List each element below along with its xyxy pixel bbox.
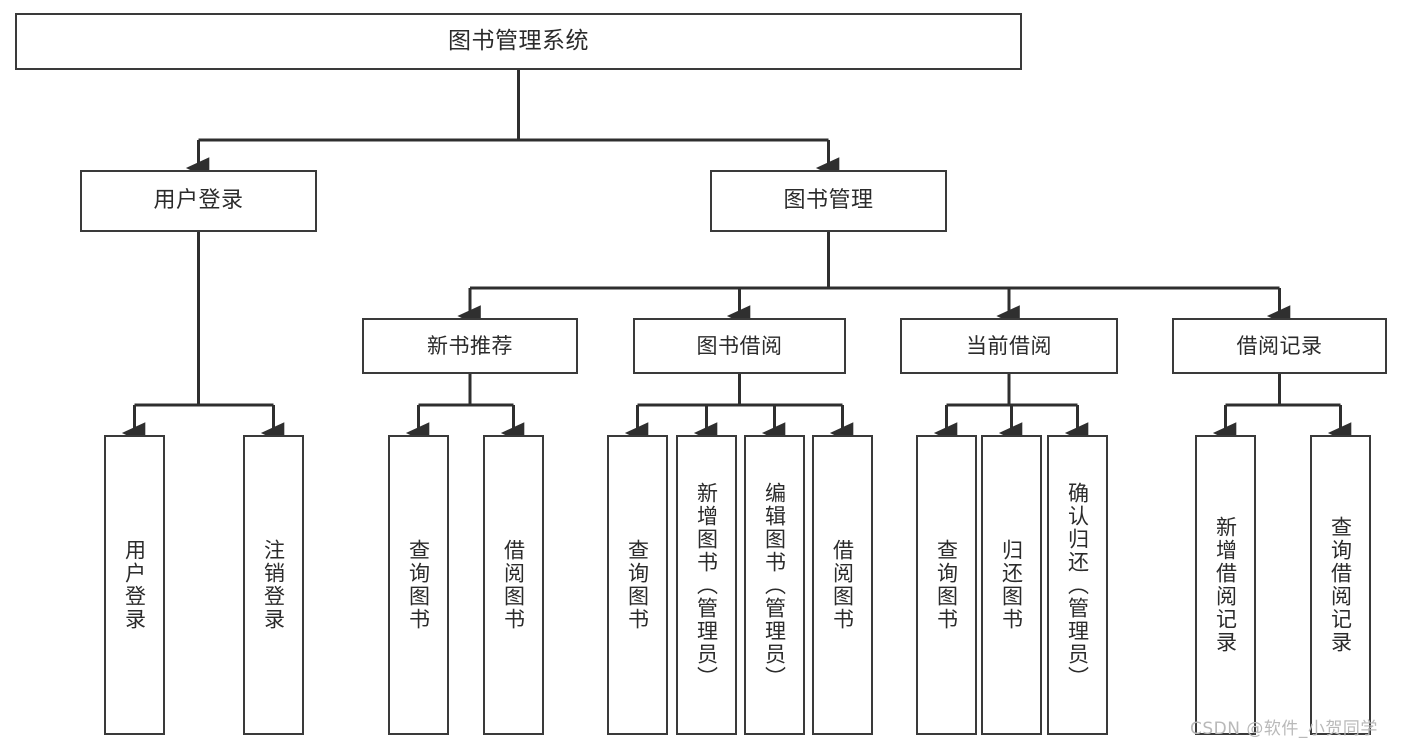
node-label-leaf-return-book: 归还图书 (999, 539, 1024, 631)
node-book-manage[interactable]: 图书管理 (710, 170, 947, 232)
node-borrow-record[interactable]: 借阅记录 (1172, 318, 1387, 374)
node-leaf-add-record[interactable]: 新增借阅记录 (1195, 435, 1256, 735)
node-label-leaf-add-record: 新增借阅记录 (1213, 516, 1238, 654)
node-leaf-borrow-book-2[interactable]: 借阅图书 (812, 435, 873, 735)
node-current-borrow[interactable]: 当前借阅 (900, 318, 1118, 374)
node-leaf-add-book[interactable]: 新增图书（管理员） (676, 435, 737, 735)
node-label-leaf-logout: 注销登录 (261, 539, 286, 631)
node-leaf-query-book-2[interactable]: 查询图书 (607, 435, 668, 735)
node-label-leaf-query-book-3: 查询图书 (934, 539, 959, 631)
node-leaf-query-book-3[interactable]: 查询图书 (916, 435, 977, 735)
node-root[interactable]: 图书管理系统 (15, 13, 1022, 70)
node-label-leaf-add-book: 新增图书（管理员） (694, 481, 719, 689)
node-label-root: 图书管理系统 (448, 27, 589, 54)
node-label-current-borrow: 当前借阅 (966, 333, 1052, 358)
node-label-book-borrow: 图书借阅 (696, 333, 783, 358)
node-leaf-borrow-book-1[interactable]: 借阅图书 (483, 435, 544, 735)
node-label-leaf-query-book-2: 查询图书 (625, 539, 650, 631)
csdn-watermark: CSDN @软件_小贺同学 (1190, 719, 1378, 739)
node-leaf-confirm-return[interactable]: 确认归还（管理员） (1047, 435, 1108, 735)
node-leaf-user-login[interactable]: 用户登录 (104, 435, 165, 735)
node-user-login[interactable]: 用户登录 (80, 170, 317, 232)
node-book-borrow[interactable]: 图书借阅 (633, 318, 846, 374)
node-label-user-login: 用户登录 (153, 188, 244, 214)
node-leaf-query-book-1[interactable]: 查询图书 (388, 435, 449, 735)
node-label-leaf-query-book-1: 查询图书 (406, 539, 431, 631)
node-label-leaf-confirm-return: 确认归还（管理员） (1065, 481, 1090, 689)
node-label-new-book-rec: 新书推荐 (427, 333, 513, 358)
node-leaf-logout[interactable]: 注销登录 (243, 435, 304, 735)
node-label-borrow-record: 借阅记录 (1236, 333, 1323, 358)
node-new-book-rec[interactable]: 新书推荐 (362, 318, 578, 374)
node-leaf-edit-book[interactable]: 编辑图书（管理员） (744, 435, 805, 735)
node-label-leaf-user-login: 用户登录 (122, 539, 147, 631)
node-leaf-query-record[interactable]: 查询借阅记录 (1310, 435, 1371, 735)
node-label-book-manage: 图书管理 (783, 188, 874, 214)
edges-group (121, 70, 1352, 444)
node-leaf-return-book[interactable]: 归还图书 (981, 435, 1042, 735)
node-label-leaf-query-record: 查询借阅记录 (1328, 516, 1353, 654)
node-label-leaf-edit-book: 编辑图书（管理员） (762, 481, 787, 689)
node-label-leaf-borrow-book-2: 借阅图书 (830, 539, 855, 631)
node-label-leaf-borrow-book-1: 借阅图书 (501, 539, 526, 631)
